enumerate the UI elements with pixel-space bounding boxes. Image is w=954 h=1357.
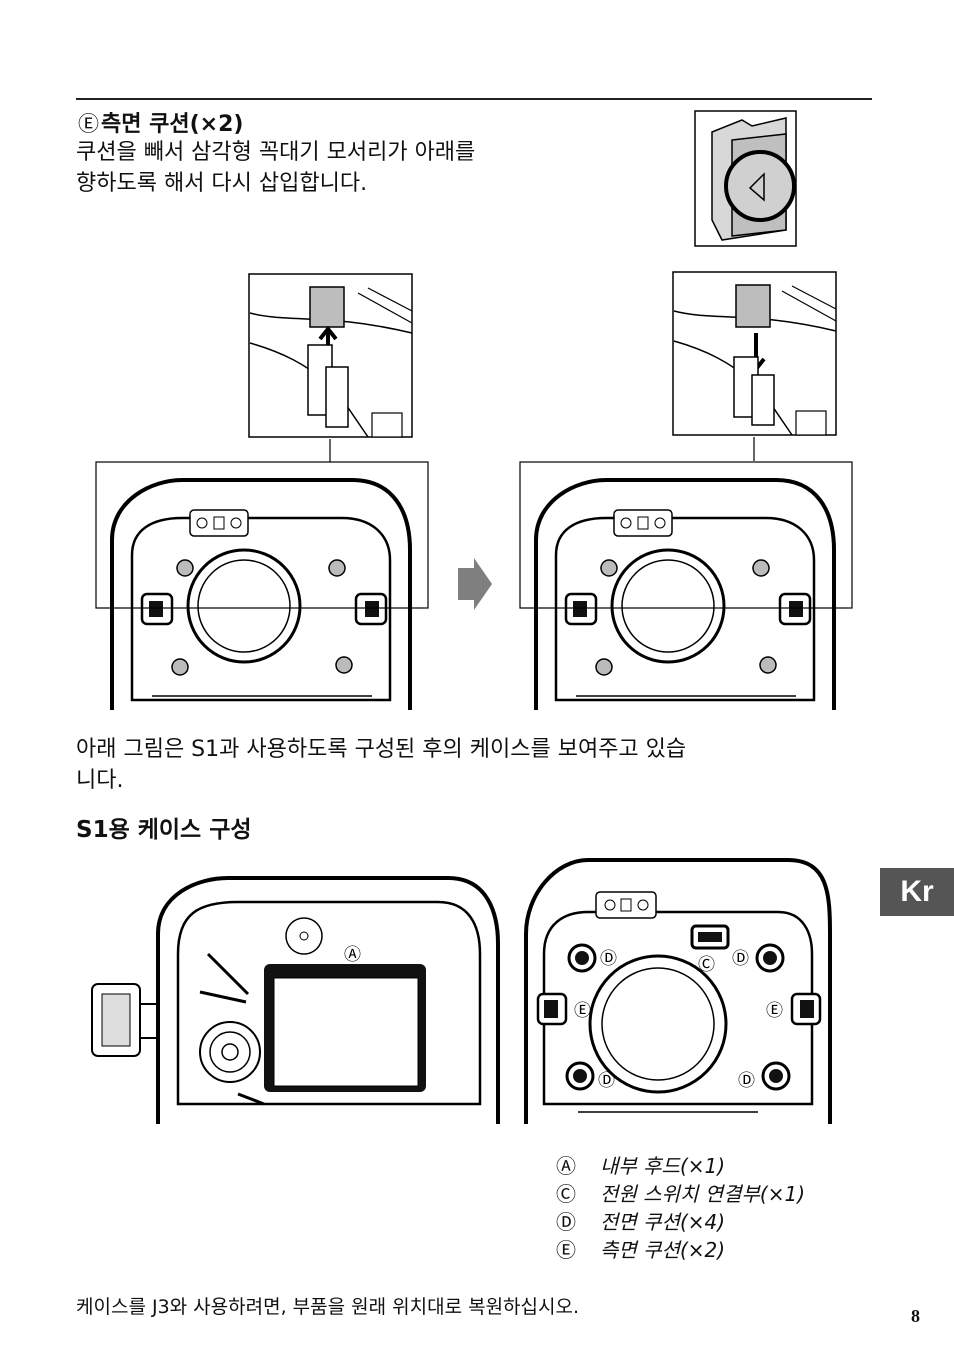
callout-c: Ⓒ [698, 955, 715, 975]
legend-label: 전원 스위치 연결부(×1) [600, 1182, 806, 1206]
language-tab: Kr [880, 868, 954, 916]
legend-marker: Ⓐ [556, 1154, 576, 1178]
triangle-icon [748, 172, 765, 202]
callout-e-right: Ⓔ [766, 1001, 783, 1021]
side-cushion-title: 측면 쿠션(×2) [101, 112, 244, 137]
callout-e-left: Ⓔ [574, 1001, 591, 1021]
callout-a: Ⓐ [344, 945, 361, 965]
description-line-2: 니다. [76, 768, 124, 793]
connector-lines [329, 437, 755, 462]
zoom-after-illustration [672, 271, 837, 436]
side-cushion-body-2: 향하도록 해서 다시 삽입합니다. [76, 171, 368, 196]
side-cushion-heading: Ⓔ측면 쿠션(×2) [78, 106, 243, 138]
open-case-illustration: Ⓐ Ⓒ Ⓓ Ⓓ Ⓓ Ⓓ Ⓔ Ⓔ [91, 858, 832, 1124]
callout-d-top-right: Ⓓ [732, 949, 749, 969]
legend-item: Ⓓ 전면 쿠션(×4) [556, 1208, 805, 1236]
side-cushion-body-1: 쿠션을 빼서 삼각형 꼭대기 모서리가 아래를 [76, 140, 476, 165]
top-rule [76, 98, 872, 100]
legend-marker: Ⓓ [556, 1210, 576, 1234]
callout-d-top-left: Ⓓ [600, 949, 617, 969]
callout-d-bottom-left: Ⓓ [598, 1071, 615, 1091]
front-view-after-illustration [519, 461, 853, 710]
configuration-title: S1용 케이스 구성 [76, 817, 252, 843]
page-number: 8 [911, 1306, 920, 1326]
zoom-before-illustration [248, 273, 413, 438]
legend-item: Ⓔ 측면 쿠션(×2) [556, 1236, 805, 1264]
legend-label: 내부 후드(×1) [600, 1154, 726, 1178]
legend-marker: Ⓒ [556, 1182, 576, 1206]
arrow-right-icon [458, 558, 492, 610]
legend-label: 측면 쿠션(×2) [600, 1238, 726, 1262]
description-line-1: 아래 그림은 S1과 사용하도록 구성된 후의 케이스를 보여주고 있습 [76, 737, 687, 762]
parts-legend: Ⓐ 내부 후드(×1) Ⓒ 전원 스위치 연결부(×1) Ⓓ 전면 쿠션(×4) Ⓔ 측… [556, 1152, 805, 1264]
cushion-inset-illustration [694, 110, 797, 247]
marker-e: Ⓔ [78, 112, 99, 136]
legend-item: Ⓐ 내부 후드(×1) [556, 1152, 805, 1180]
legend-label: 전면 쿠션(×4) [600, 1210, 726, 1234]
front-view-before-illustration [95, 461, 429, 710]
footer-note: 케이스를 J3와 사용하려면, 부품을 원래 위치대로 복원하십시오. [76, 1296, 580, 1318]
legend-marker: Ⓔ [556, 1238, 576, 1262]
legend-item: Ⓒ 전원 스위치 연결부(×1) [556, 1180, 805, 1208]
callout-d-bottom-right: Ⓓ [738, 1071, 755, 1091]
